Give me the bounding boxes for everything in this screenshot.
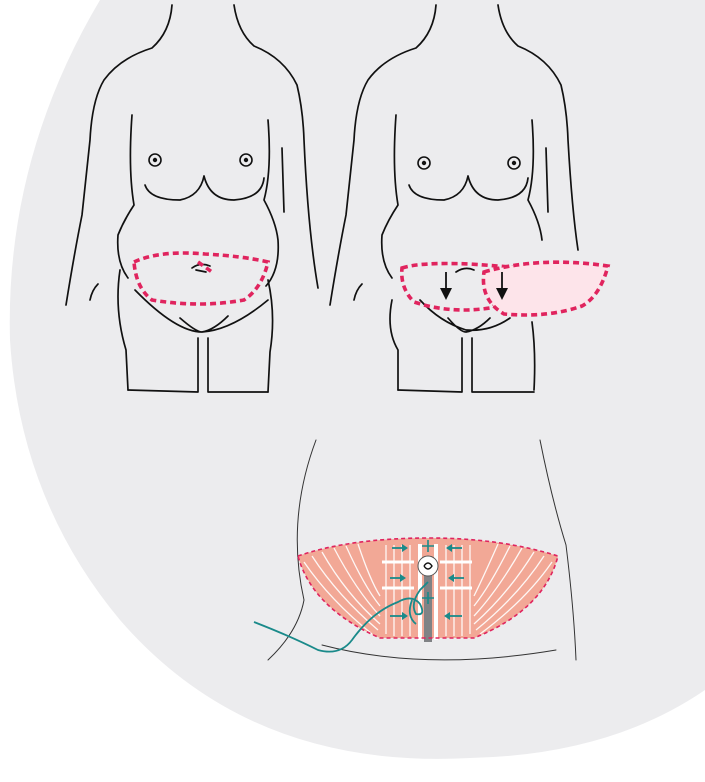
linea-alba bbox=[424, 570, 432, 642]
navel-icon bbox=[418, 556, 438, 576]
